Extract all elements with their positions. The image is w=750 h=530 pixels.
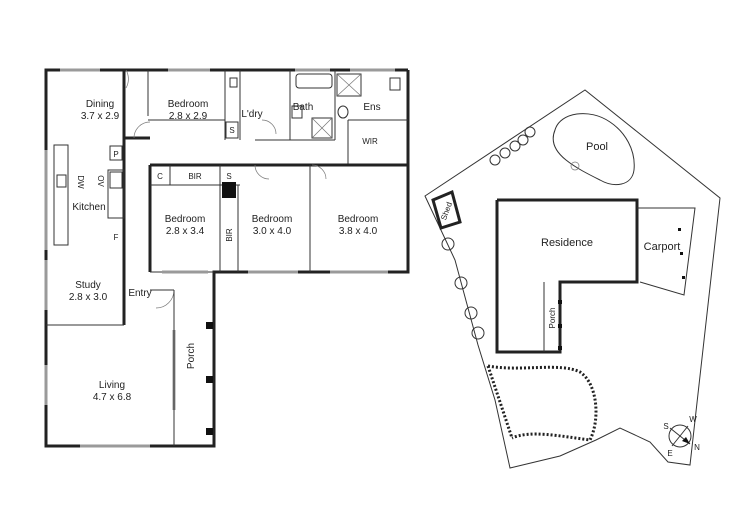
oven-label: OV <box>96 175 105 187</box>
compass-e: E <box>667 449 672 458</box>
room-name: Bedroom <box>252 214 293 225</box>
porch-post <box>206 376 213 383</box>
tree-icon <box>509 140 521 152</box>
door-swing <box>125 69 129 89</box>
room-name: Bedroom <box>338 214 379 225</box>
site-boundary <box>424 89 721 469</box>
pool-outline <box>552 113 635 186</box>
shower-cross <box>311 117 333 139</box>
door-swing <box>155 289 175 309</box>
porch-post <box>558 324 562 328</box>
ens-shower <box>336 73 362 97</box>
store-box <box>225 121 239 139</box>
cupboard-label: C <box>157 172 163 181</box>
dishwasher-label: DW <box>76 175 85 189</box>
door-swing <box>254 164 270 180</box>
fridge-label: F <box>114 233 119 242</box>
door-swing <box>311 164 327 180</box>
sink <box>56 174 67 188</box>
room-name: Bedroom <box>168 99 209 110</box>
bir-label: BIR <box>225 228 234 242</box>
porch-post <box>206 322 213 329</box>
room-name: Kitchen <box>72 202 105 213</box>
shed-outline <box>431 189 462 230</box>
bath-shower <box>311 117 333 139</box>
laundry-tub <box>229 77 238 88</box>
north-arrow-icon <box>682 437 690 444</box>
bir-label: BIR <box>188 172 202 181</box>
compass-rose: S W N E <box>663 415 700 458</box>
pantry-label: P <box>113 150 118 159</box>
cooktop <box>109 171 123 189</box>
compass-axis <box>671 425 689 447</box>
compass-s: S <box>663 422 668 431</box>
residence-label: Residence <box>541 237 593 249</box>
garden-bed-edge <box>486 365 514 439</box>
tree-icon <box>524 126 536 138</box>
store-label: S <box>226 172 231 181</box>
room-name: Living <box>99 380 125 391</box>
room-name: Ens <box>363 102 380 113</box>
room-dims: 4.7 x 6.8 <box>93 392 132 403</box>
room-name: Bath <box>293 102 314 113</box>
tree-icon <box>489 154 501 166</box>
compass-ring <box>668 424 692 448</box>
room-name: Study <box>75 280 101 291</box>
robe-block <box>222 182 236 198</box>
porch-post <box>558 346 562 350</box>
bathtub <box>295 73 333 89</box>
kitchen-island <box>107 169 125 219</box>
porch-label: Porch <box>186 343 197 369</box>
tree-icon <box>454 276 468 290</box>
room-name: L'dry <box>241 109 262 120</box>
toilet <box>337 105 349 119</box>
ens-vanity <box>389 77 401 91</box>
pantry <box>109 145 123 161</box>
shower-cross <box>336 73 362 97</box>
room-name: Dining <box>86 99 114 110</box>
compass-w: W <box>689 415 697 424</box>
store-label: S <box>229 126 234 135</box>
porch-post <box>206 428 213 435</box>
compass-n: N <box>694 443 700 452</box>
tree-icon <box>441 237 455 251</box>
door-swing <box>133 121 151 139</box>
outer-wall <box>44 68 410 448</box>
room-dims: 2.8 x 3.0 <box>69 292 108 303</box>
carport-post <box>678 228 681 231</box>
site-plan: Residence Carport Pool Shed Porch S W N … <box>424 89 721 469</box>
room-name: WIR <box>362 137 378 146</box>
carport-post <box>680 252 683 255</box>
pool-label: Pool <box>586 141 608 153</box>
room-dims: 3.8 x 4.0 <box>339 226 378 237</box>
garden-bed <box>487 364 598 442</box>
vanity <box>291 105 303 119</box>
floor-plan: Dining 3.7 x 2.9 Bedroom 2.8 x 2.9 L'dry… <box>44 68 410 448</box>
room-dims: 2.8 x 2.9 <box>169 111 208 122</box>
room-name: Bedroom <box>165 214 206 225</box>
room-dims: 3.0 x 4.0 <box>253 226 292 237</box>
room-dims: 3.7 x 2.9 <box>81 111 120 122</box>
carport-label: Carport <box>644 241 681 253</box>
carport-outline <box>637 207 696 296</box>
tree-icon <box>471 326 485 340</box>
pool-step <box>570 161 580 171</box>
tree-row <box>441 126 536 340</box>
residence-outline <box>495 198 639 354</box>
tree-icon <box>499 147 511 159</box>
room-dims: 2.8 x 3.4 <box>166 226 205 237</box>
carport-post <box>682 276 685 279</box>
door-swing <box>261 119 277 135</box>
tree-icon <box>464 306 478 320</box>
tree-icon <box>517 134 529 146</box>
porch-post <box>558 300 562 304</box>
site-porch-label: Porch <box>548 308 557 329</box>
room-name: Entry <box>128 288 151 299</box>
kitchen-bench <box>53 144 69 246</box>
shed-label: Shed <box>439 201 454 222</box>
